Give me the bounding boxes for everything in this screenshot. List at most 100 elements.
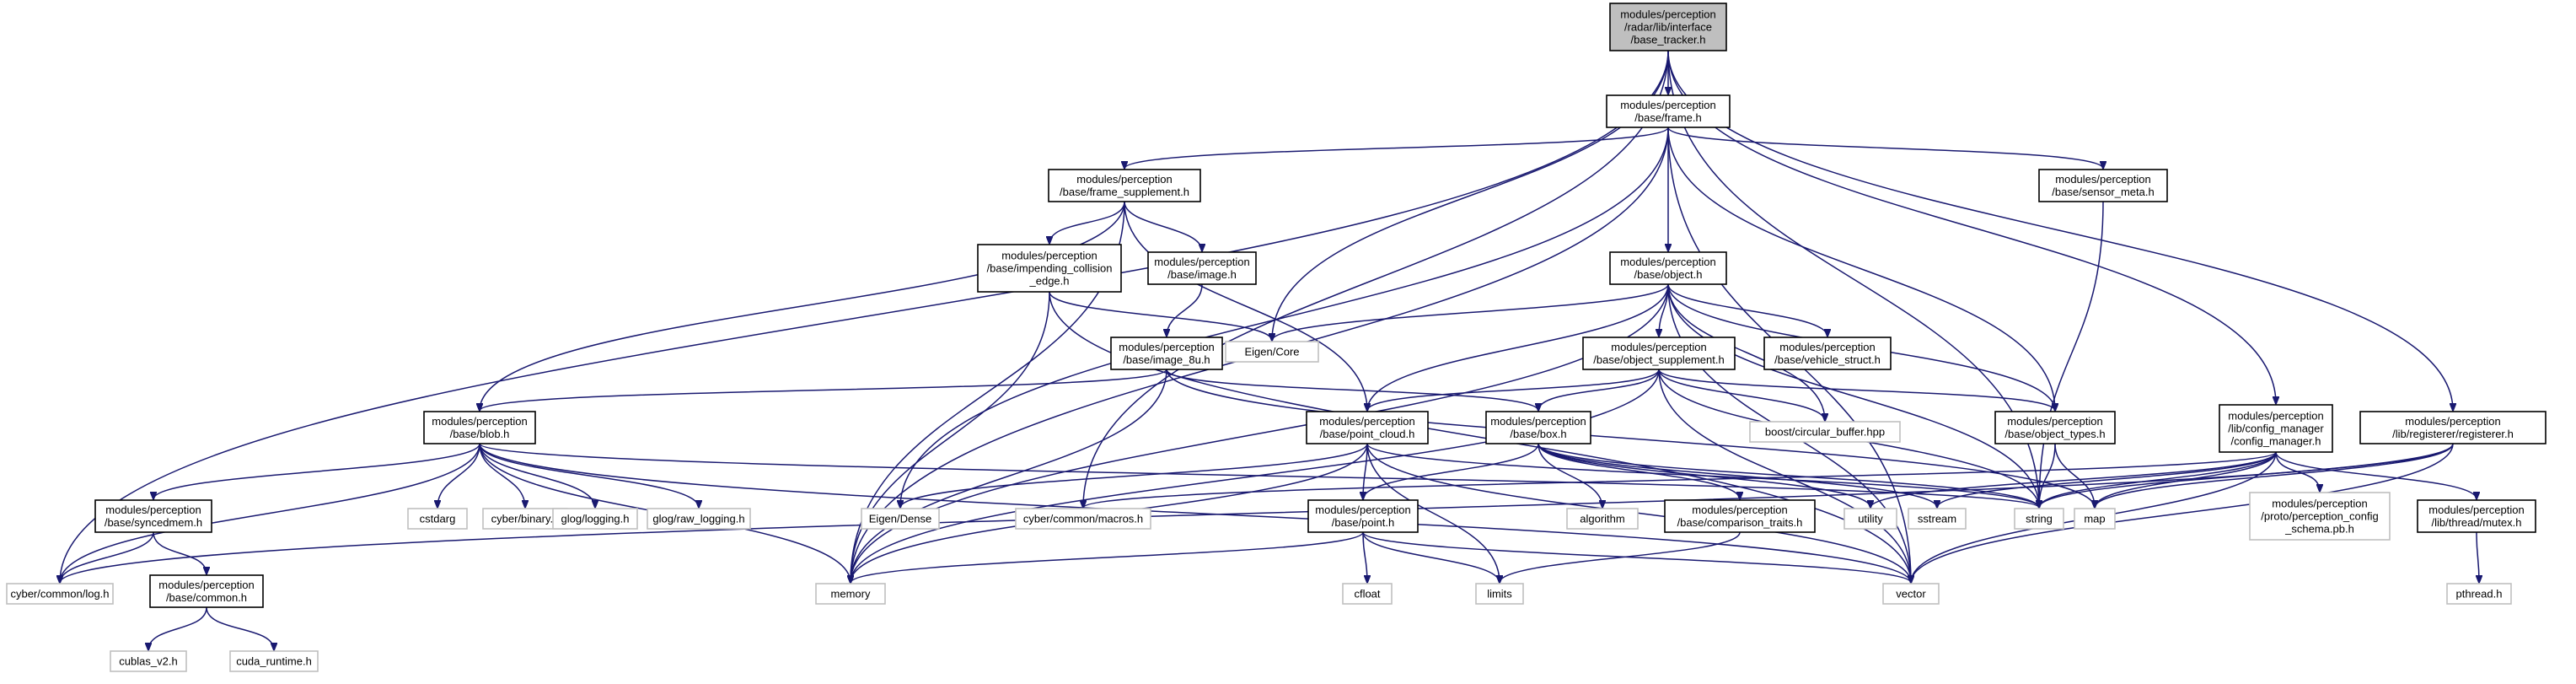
edge-object-supplement-h-to-object-types-h bbox=[1658, 369, 2055, 411]
node-comparison-traits-h[interactable]: modules/perception/base/comparison_trait… bbox=[1664, 499, 1816, 533]
edge-point-h-to-vector bbox=[1362, 531, 1911, 583]
node-object-supplement-h[interactable]: modules/perception/base/object_supplemen… bbox=[1582, 337, 1736, 370]
node-box bbox=[815, 583, 886, 605]
node-label-line: _edge.h bbox=[1029, 275, 1070, 288]
node-registerer-h[interactable]: modules/perception/lib/registerer/regist… bbox=[2359, 411, 2546, 444]
edge-comparison-traits-h-to-limits bbox=[1500, 531, 1741, 583]
node-sstream: sstream bbox=[1908, 508, 1967, 530]
node-label-line: /base/blob.h bbox=[450, 428, 510, 440]
node-cyber-common-macros-h: cyber/common/macros.h bbox=[1015, 508, 1151, 530]
node-label-line: modules/perception bbox=[1119, 341, 1214, 353]
node-object-types-h[interactable]: modules/perception/base/object_types.h bbox=[1994, 411, 2116, 444]
node-box bbox=[1110, 337, 1223, 370]
node-label-line: /lib/thread/mutex.h bbox=[2432, 516, 2522, 529]
edge-config-manager-h-to-mutex-h bbox=[2275, 451, 2477, 499]
node-box bbox=[1475, 583, 1524, 605]
edge-object-h-to-string bbox=[1667, 283, 2039, 508]
edge-blob-h-to-syncedmem-h bbox=[153, 443, 480, 499]
edge-frame-supplement-h-to-point-cloud-h bbox=[1124, 201, 1367, 411]
edge-point-h-to-memory bbox=[851, 531, 1364, 583]
node-label-line: modules/perception bbox=[2055, 173, 2150, 186]
node-utility: utility bbox=[1843, 508, 1897, 530]
edge-sensor-meta-h-to-string bbox=[2039, 201, 2104, 508]
node-frame-supplement-h[interactable]: modules/perception/base/frame_supplement… bbox=[1048, 169, 1201, 202]
node-label-line: /base/box.h bbox=[1510, 428, 1566, 440]
edge-box-h-to-utility bbox=[1538, 443, 1870, 508]
node-impending-collision-edge-h[interactable]: modules/perception/base/impending_collis… bbox=[977, 244, 1122, 293]
node-box bbox=[1015, 508, 1151, 530]
node-object-h[interactable]: modules/perception/base/object.h bbox=[1609, 251, 1727, 285]
node-label-line: modules/perception bbox=[1779, 341, 1875, 353]
node-sensor-meta-h[interactable]: modules/perception/base/sensor_meta.h bbox=[2038, 169, 2168, 202]
node-point-cloud-h[interactable]: modules/perception/base/point_cloud.h bbox=[1306, 411, 1429, 444]
node-cstdarg: cstdarg bbox=[407, 508, 468, 530]
node-label-line: modules/perception bbox=[1611, 341, 1706, 353]
node-box bbox=[1606, 94, 1731, 128]
node-label-line: pthread.h bbox=[2456, 588, 2503, 601]
edge-image-8u-h-to-box-h bbox=[1166, 369, 1538, 411]
edge-syncedmem-h-to-common-h bbox=[153, 531, 207, 574]
node-common-h[interactable]: modules/perception/base/common.h bbox=[149, 574, 264, 608]
node-box bbox=[647, 508, 751, 530]
node-vehicle-struct-h[interactable]: modules/perception/base/vehicle_struct.h bbox=[1763, 337, 1892, 370]
edge-impending-collision-edge-h-to-memory bbox=[851, 291, 1050, 583]
node-mutex-h[interactable]: modules/perception/lib/thread/mutex.h bbox=[2417, 499, 2536, 533]
edge-image-8u-h-to-map bbox=[1166, 369, 2095, 508]
node-label-line: /config_manager.h bbox=[2231, 435, 2321, 448]
edge-blob-h-to-vector bbox=[479, 443, 1911, 583]
edge-object-supplement-h-to-boost-circular-buffer bbox=[1658, 369, 1825, 421]
edge-image-h-to-image-8u-h bbox=[1167, 283, 1203, 337]
node-box bbox=[423, 411, 536, 444]
node-map: map bbox=[2074, 508, 2116, 530]
node-label-line: modules/perception bbox=[1490, 415, 1586, 428]
node-label-line: cuda_runtime.h bbox=[236, 655, 312, 668]
edge-frame-h-to-object-types-h bbox=[1667, 127, 2055, 411]
edge-blob-h-to-cyber-common-log-h bbox=[60, 443, 480, 583]
node-eigen-dense: Eigen/Dense bbox=[861, 508, 940, 530]
node-label-line: modules/perception bbox=[1620, 8, 1715, 21]
node-box bbox=[1048, 169, 1201, 202]
node-label-line: vector bbox=[1896, 588, 1926, 601]
node-label-line: /base/sensor_meta.h bbox=[2052, 186, 2154, 198]
node-box bbox=[2446, 583, 2512, 605]
node-blob-h[interactable]: modules/perception/base/blob.h bbox=[423, 411, 536, 444]
node-image-h[interactable]: modules/perception/base/image.h bbox=[1147, 251, 1257, 285]
node-label-line: /lib/registerer/registerer.h bbox=[2392, 428, 2514, 440]
node-label-line: _schema.pb.h bbox=[2284, 523, 2354, 536]
node-perception-config-schema-pb-h: modules/perception/proto/perception_conf… bbox=[2249, 492, 2391, 541]
node-glog-logging-h: glog/logging.h bbox=[552, 508, 638, 530]
node-box bbox=[1908, 508, 1967, 530]
node-box bbox=[94, 499, 212, 533]
node-image-8u-h[interactable]: modules/perception/base/image_8u.h bbox=[1110, 337, 1223, 370]
node-label-line: modules/perception bbox=[1620, 256, 1715, 268]
edge-image-8u-h-to-blob-h bbox=[480, 369, 1167, 411]
node-label-line: modules/perception bbox=[1319, 415, 1414, 428]
edge-registerer-h-to-cyber-common-log-h bbox=[60, 443, 2454, 583]
node-base-tracker-h[interactable]: modules/perception/radar/lib/interface/b… bbox=[1609, 3, 1727, 51]
node-glog-raw-logging-h: glog/raw_logging.h bbox=[647, 508, 751, 530]
node-box bbox=[1749, 421, 1901, 443]
node-label-line: modules/perception bbox=[2405, 415, 2500, 428]
node-box-h[interactable]: modules/perception/base/box.h bbox=[1485, 411, 1591, 444]
node-label-line: /base/image_8u.h bbox=[1123, 353, 1210, 366]
edge-blob-h-to-glog-logging-h bbox=[479, 443, 595, 508]
edge-base-tracker-h-to-cyber-common-macros-h bbox=[1083, 50, 1669, 508]
edge-config-manager-h-to-string bbox=[2039, 451, 2277, 508]
node-point-h[interactable]: modules/perception/base/point.h bbox=[1307, 499, 1419, 533]
edge-object-types-h-to-string bbox=[2039, 443, 2056, 508]
node-label-line: cyber/common/macros.h bbox=[1023, 513, 1143, 525]
node-label-line: Eigen/Core bbox=[1244, 346, 1299, 358]
edge-registerer-h-to-vector bbox=[1911, 443, 2454, 583]
node-label-line: /proto/perception_config bbox=[2261, 510, 2378, 523]
edge-blob-h-to-cstdarg bbox=[437, 443, 480, 508]
node-syncedmem-h[interactable]: modules/perception/base/syncedmem.h bbox=[94, 499, 212, 533]
node-box bbox=[1225, 341, 1319, 363]
node-label-line: algorithm bbox=[1580, 513, 1624, 525]
node-frame-h[interactable]: modules/perception/base/frame.h bbox=[1606, 94, 1731, 128]
node-config-manager-h[interactable]: modules/perception/lib/config_manager/co… bbox=[2219, 404, 2333, 453]
node-box bbox=[1882, 583, 1940, 605]
node-box bbox=[1307, 499, 1419, 533]
node-vector: vector bbox=[1882, 583, 1940, 605]
node-box bbox=[149, 574, 264, 608]
node-box bbox=[2249, 492, 2391, 541]
